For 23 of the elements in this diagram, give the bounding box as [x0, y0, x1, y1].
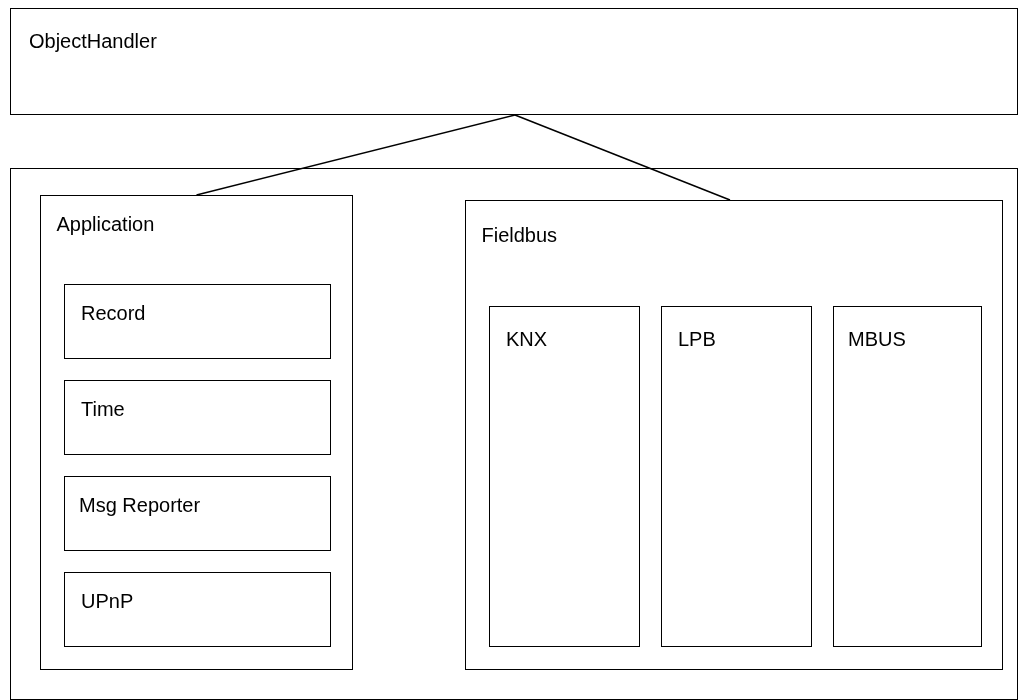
module-box — [64, 476, 331, 551]
module-box — [661, 306, 812, 647]
box-label: Fieldbus — [481, 222, 558, 247]
box-label: KNX — [506, 327, 548, 351]
box-label: Record — [81, 301, 146, 325]
box-label: UPnP — [81, 589, 134, 613]
box-label: Application — [56, 211, 155, 236]
module-box — [464, 199, 1003, 670]
module-box — [64, 380, 331, 455]
class-box — [10, 8, 1018, 115]
box-label: ObjectHandler — [29, 29, 157, 53]
connector-line — [514, 114, 731, 201]
module-box — [833, 306, 982, 647]
box-label: Time — [81, 397, 125, 421]
module-box — [489, 306, 640, 647]
module-box — [39, 194, 353, 670]
module-box — [64, 284, 331, 359]
box-label: LPB — [678, 327, 716, 351]
module-box — [64, 572, 331, 647]
box-label: Msg Reporter — [79, 493, 201, 517]
box-label: MBUS — [848, 327, 906, 351]
container-box — [10, 168, 1018, 700]
connector-line — [195, 114, 516, 196]
